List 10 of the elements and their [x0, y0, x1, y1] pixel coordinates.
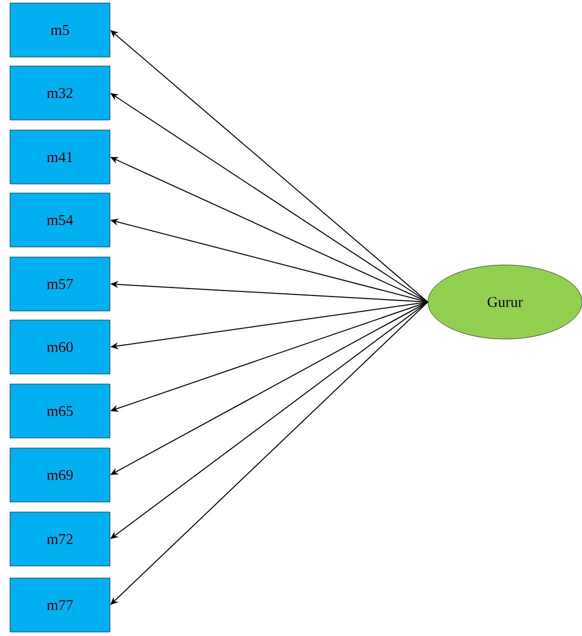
variable-box: m54: [10, 192, 110, 248]
variable-box: m32: [10, 66, 110, 120]
variable-box: m41: [10, 130, 110, 184]
variable-box: m65: [10, 384, 110, 438]
variable-box: m57: [10, 256, 110, 312]
variable-box: m5: [10, 2, 110, 58]
variable-box: m77: [10, 578, 110, 632]
variable-box: m69: [10, 448, 110, 502]
variable-box: m72: [10, 512, 110, 566]
variable-box: m60: [10, 320, 110, 374]
